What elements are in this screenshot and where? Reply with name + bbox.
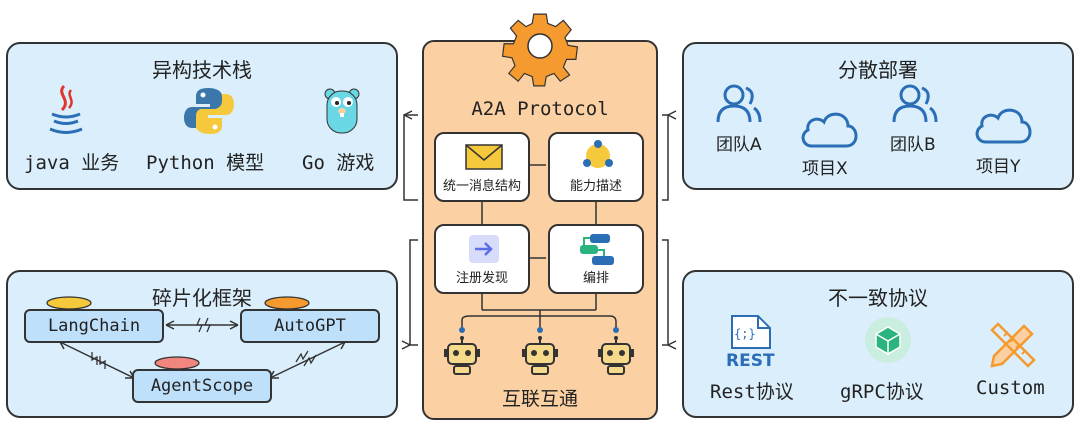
feature-label: 统一消息结构 [442,179,521,194]
robot-icon [522,336,558,375]
tech-stack-title: 异构技术栈 [152,58,252,82]
team-b-icon [892,84,938,123]
java-icon [49,84,83,134]
framework-langchain: LangChain [24,309,164,343]
rest-braces: {;} [734,327,756,341]
a2a-footer: 互联互通 [501,388,578,410]
frameworks-title: 碎片化框架 [152,286,252,310]
framework-autogpt: AutoGPT [240,309,380,343]
protocol-rest: Rest协议 [710,381,794,403]
deploy-project-x: 项目X [802,159,848,179]
feature-label: 编排 [582,271,609,286]
tech-item-python: Python 模型 [146,152,265,174]
project-x-cloud-icon [801,112,858,148]
deploy-title: 分散部署 [838,58,918,82]
arrow-right-icon [469,235,499,263]
custom-pencil-ruler-icon [990,322,1036,368]
protocol-custom: Custom [976,377,1045,399]
protocol-grpc: gRPC协议 [840,381,924,403]
team-a-icon [716,84,762,123]
python-icon [184,88,234,134]
tech-item-go: Go 游戏 [302,152,375,174]
project-y-cloud-icon [975,108,1032,144]
feature-label: 注册发现 [455,271,508,286]
feature-orchestration: 编排 [548,224,644,294]
deploy-team-b: 团队B [890,135,936,155]
capability-nodes-icon [583,140,613,168]
protocols-title: 不一致协议 [828,286,928,310]
orchestration-icon [580,234,614,265]
feature-registry-discovery: 注册发现 [434,224,530,294]
feature-label: 能力描述 [569,179,622,194]
envelope-icon [465,144,503,170]
go-gopher-icon [324,88,360,134]
rest-file-icon: {;} REST [726,315,775,371]
feature-capability: 能力描述 [548,132,644,202]
grpc-icon [865,317,911,363]
robot-icon [444,336,480,375]
deploy-team-a: 团队A [716,135,762,155]
deploy-project-y: 项目Y [976,157,1021,177]
rest-icon-text: REST [726,351,775,371]
a2a-title: A2A Protocol [471,98,609,120]
robot-icon [598,336,634,375]
framework-agentscope: AgentScope [132,369,272,403]
feature-unified-message: 统一消息结构 [434,132,530,202]
deploy-panel: 分散部署 [682,42,1074,190]
tech-item-java: java 业务 [24,152,120,174]
gear-icon [501,13,579,87]
